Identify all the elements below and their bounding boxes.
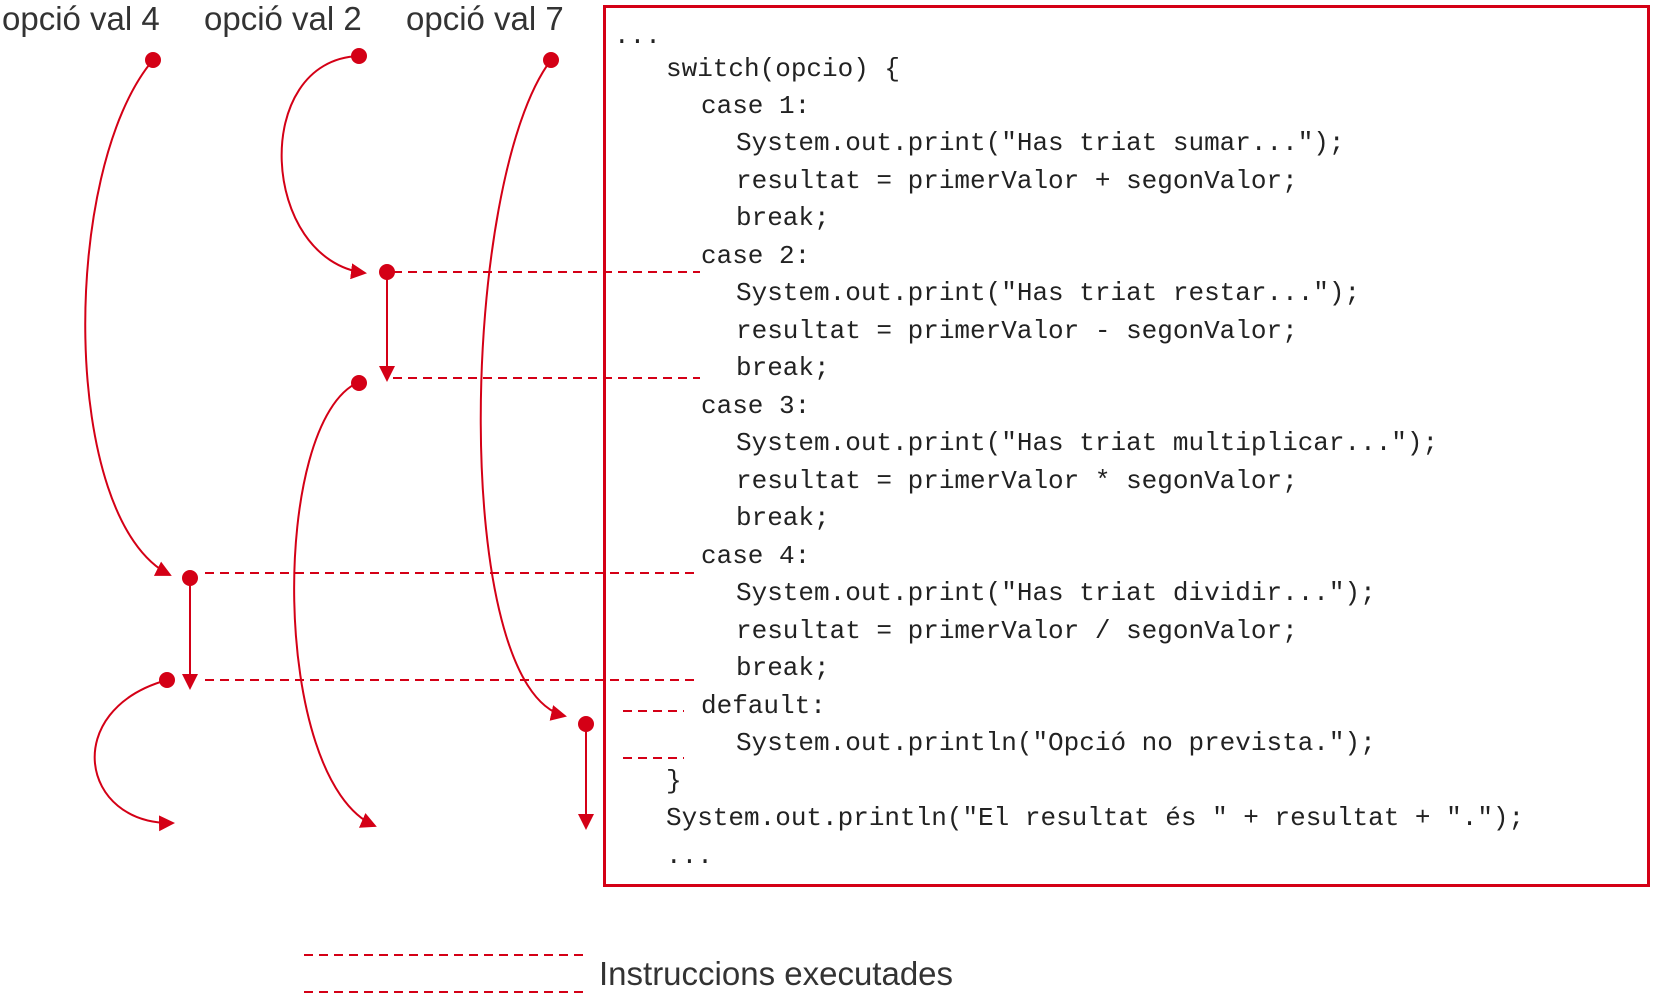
legend-label: Instruccions executades — [599, 955, 954, 992]
code-line: case 4: — [701, 541, 811, 571]
code-line: ... — [614, 21, 661, 51]
arrow-case-2-break-to-end — [293, 381, 377, 828]
dot-option-7 — [543, 52, 559, 68]
code-line: resultat = primerValor * segonValor; — [736, 466, 1298, 496]
code-line: break; — [736, 653, 830, 683]
label-option-4: opció val 4 — [2, 0, 160, 37]
code-line: System.out.println("Opció no prevista.")… — [736, 728, 1376, 758]
arrow-option-7-to-default — [479, 59, 567, 721]
code-line: ... — [666, 841, 713, 871]
code-line: break; — [736, 503, 830, 533]
code-line: resultat = primerValor / segonValor; — [736, 616, 1298, 646]
code-line: resultat = primerValor + segonValor; — [736, 166, 1298, 196]
arrow-case-4-break-to-end — [93, 679, 175, 832]
arrow-option-4-to-case-4 — [84, 59, 172, 576]
dot-case-2-start — [379, 264, 395, 280]
code-line: switch(opcio) { — [666, 54, 901, 84]
dot-case-2-break — [351, 375, 367, 391]
code-box — [603, 5, 1650, 887]
dot-default-start — [578, 716, 594, 732]
dot-case-4-break — [159, 672, 175, 688]
label-option-7: opció val 7 — [406, 0, 564, 37]
label-option-2: opció val 2 — [204, 0, 362, 37]
code-line: case 2: — [701, 241, 811, 271]
code-line: resultat = primerValor - segonValor; — [736, 316, 1298, 346]
code-line: case 1: — [701, 91, 811, 121]
code-line: System.out.print("Has triat sumar..."); — [736, 128, 1345, 158]
code-line: break; — [736, 353, 830, 383]
code-line: System.out.print("Has triat multiplicar.… — [736, 428, 1439, 458]
code-line: System.out.println("El resultat és " + r… — [666, 803, 1525, 833]
code-line: } — [666, 766, 682, 796]
code-line: default: — [701, 691, 826, 721]
dot-option-2 — [351, 48, 367, 64]
code-line: case 3: — [701, 391, 811, 421]
code-line: break; — [736, 203, 830, 233]
arrow-option-2-to-case-2 — [280, 55, 367, 280]
code-line: System.out.print("Has triat dividir...")… — [736, 578, 1376, 608]
code-line: System.out.print("Has triat restar..."); — [736, 278, 1361, 308]
dot-option-4 — [145, 52, 161, 68]
dot-case-4-start — [182, 570, 198, 586]
